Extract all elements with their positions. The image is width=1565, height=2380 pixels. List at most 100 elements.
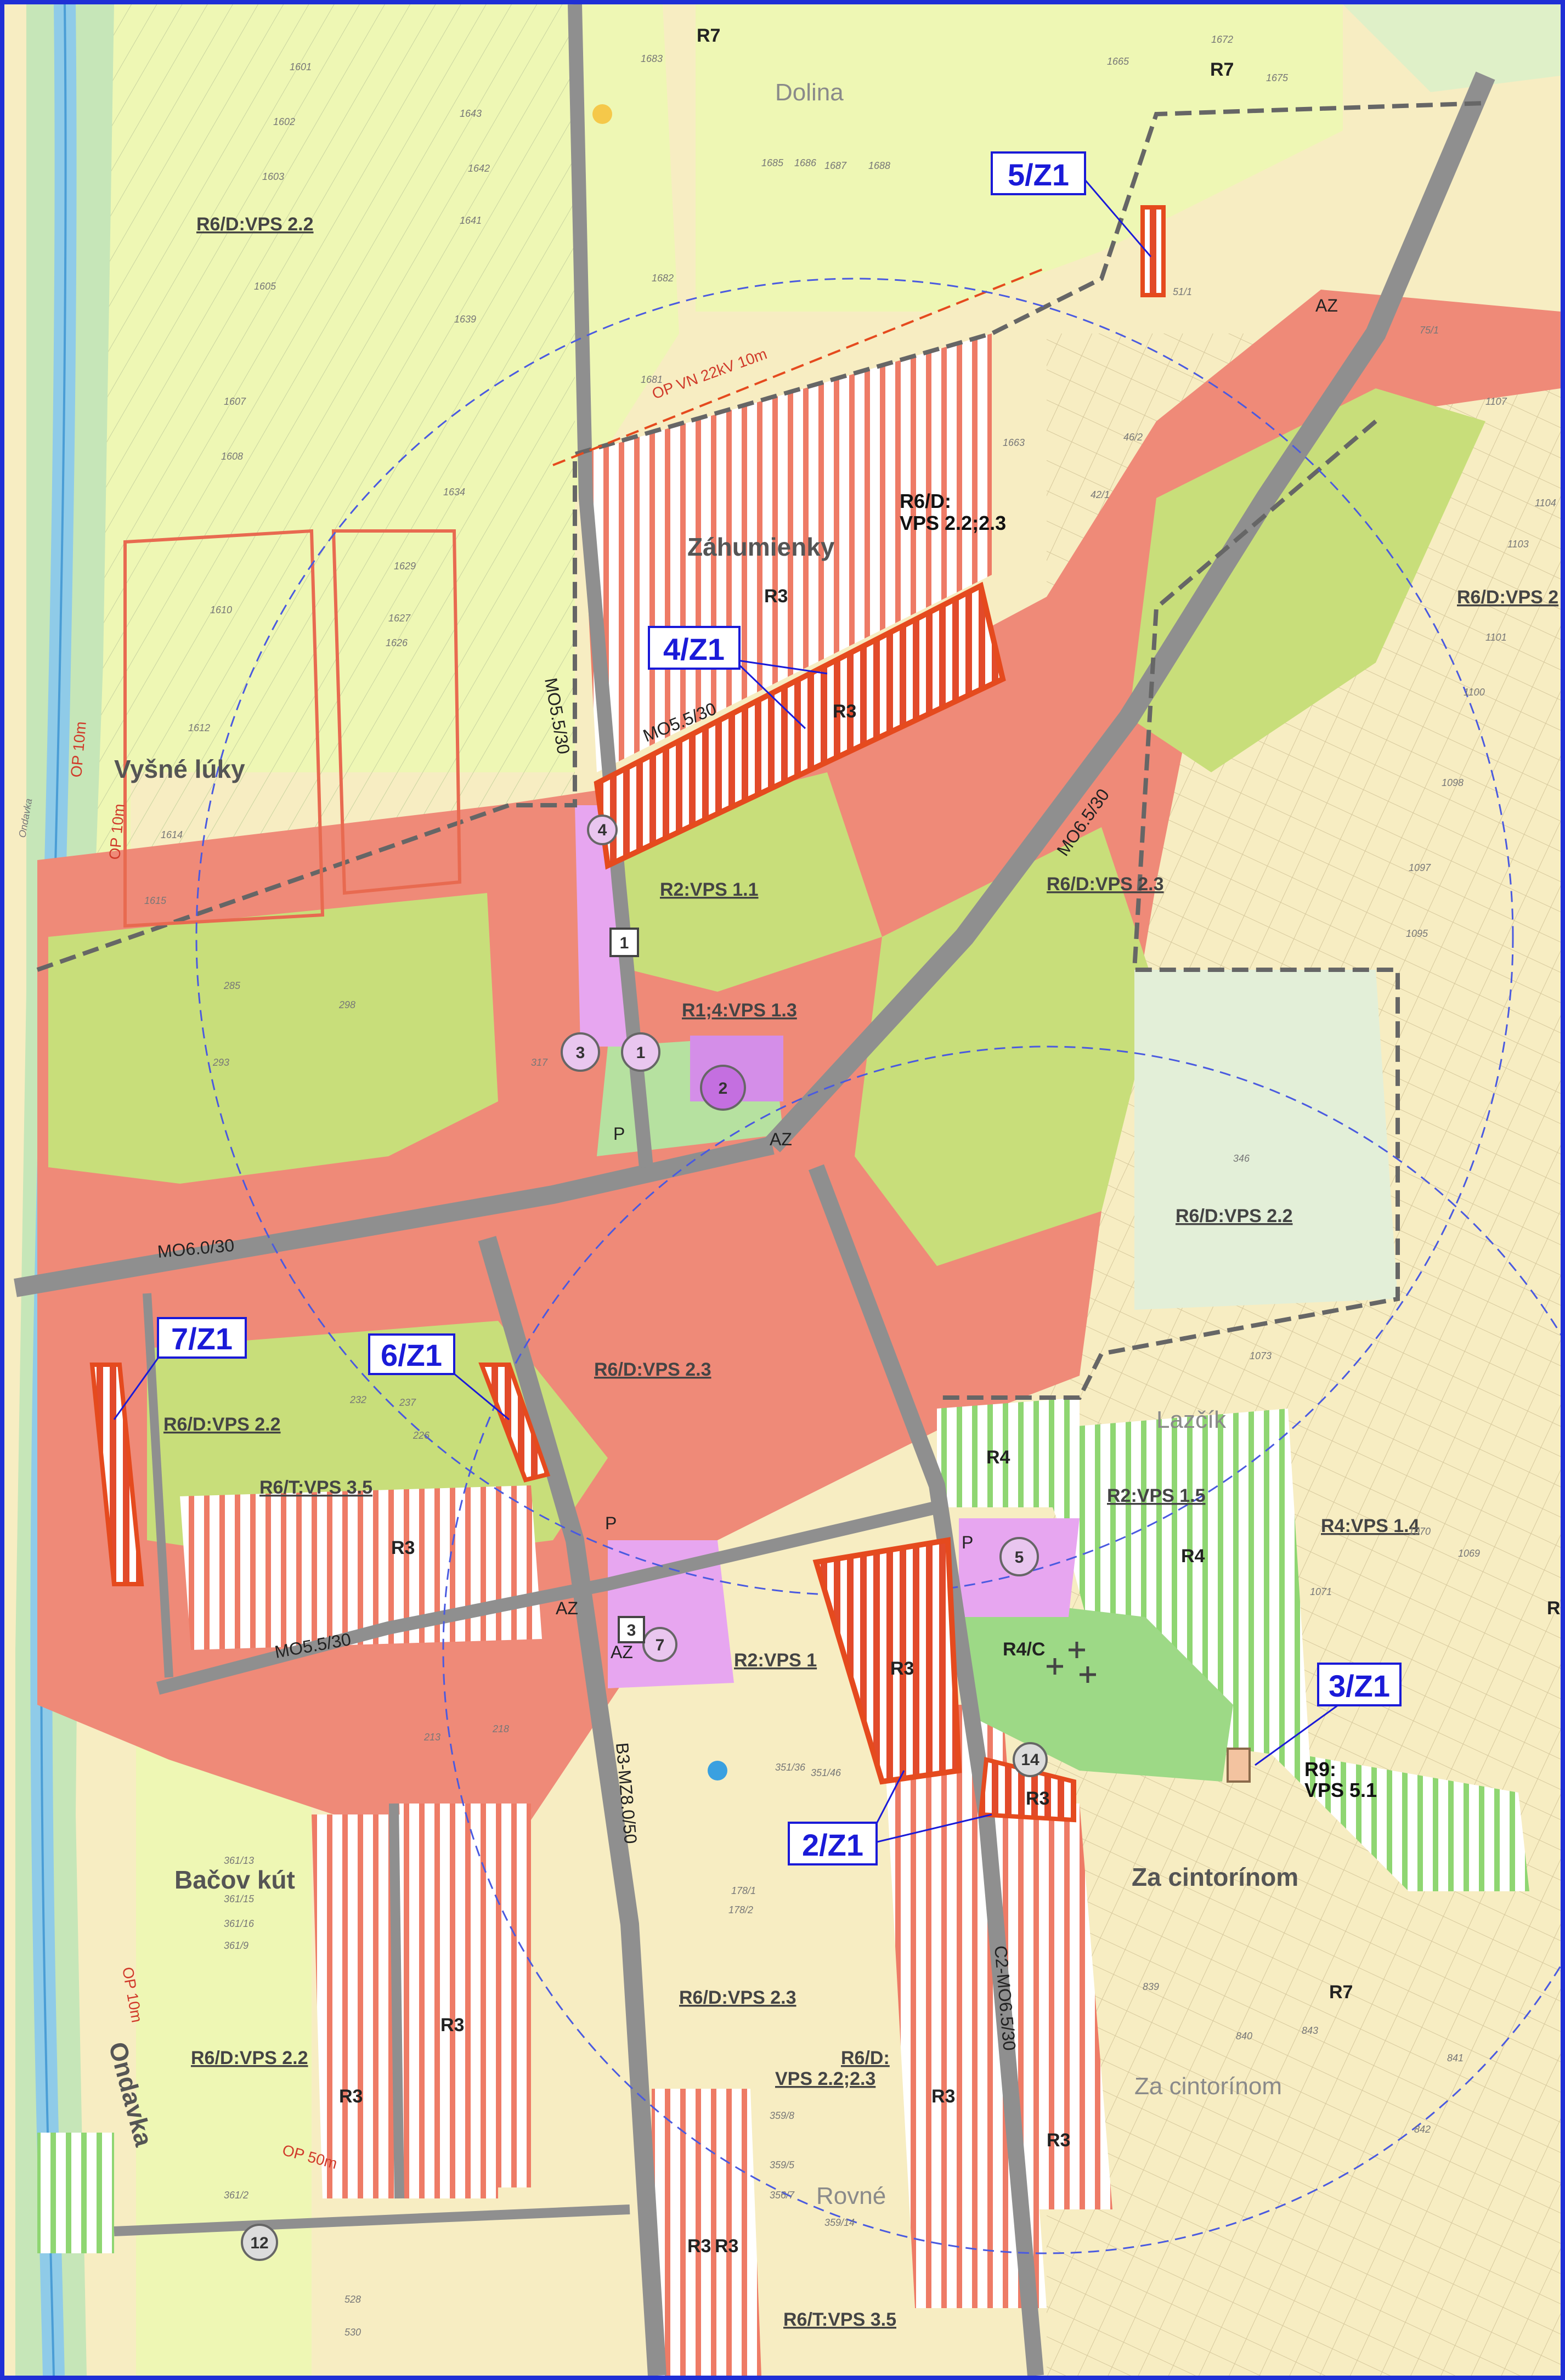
bus-stop-marker: AZ xyxy=(770,1129,792,1149)
parcel-number: 1683 xyxy=(641,53,663,64)
circle-marker-3[interactable]: 3 xyxy=(561,1032,600,1072)
planned-green-southwest xyxy=(37,2133,114,2253)
leader-lines xyxy=(113,179,1354,1846)
change-label-2z1[interactable]: 2/Z1 xyxy=(788,1822,878,1865)
circle-marker-label: 14 xyxy=(1021,1751,1039,1769)
change-label-6z1[interactable]: 6/Z1 xyxy=(368,1333,455,1375)
circle-marker-4[interactable]: 4 xyxy=(587,815,618,845)
zone-label: R7 xyxy=(1329,1982,1353,2003)
parcel-number: 1601 xyxy=(290,61,312,72)
parcel-number: 1073 xyxy=(1250,1350,1272,1361)
square-marker-3[interactable]: 3 xyxy=(618,1616,645,1643)
parcel-number: 1608 xyxy=(221,451,243,462)
vps-label: R6/T:VPS 3.5 xyxy=(783,2309,896,2330)
vps-label: R6/D:VPS 2.3 xyxy=(594,1359,711,1380)
parcel-number: 1069 xyxy=(1458,1548,1480,1559)
parcel-number: 1639 xyxy=(454,314,476,325)
parcel-number: 1643 xyxy=(460,108,482,119)
planned-green-r4 xyxy=(937,1398,1080,1507)
parcel-number: 359/5 xyxy=(770,2159,795,2170)
parcel-number: 285 xyxy=(223,980,241,991)
road-west-collector xyxy=(143,1293,173,1678)
meadow-east xyxy=(1134,970,1398,1310)
parcel-number: 1610 xyxy=(210,604,232,615)
place-name-za-cintorinom-2: Za cintorínom xyxy=(1134,2073,1282,2100)
change-label-4z1[interactable]: 4/Z1 xyxy=(648,626,741,670)
planned-residential-west xyxy=(180,1485,542,1650)
zone-label: R3 xyxy=(1026,1788,1049,1809)
zone-label: R4 xyxy=(986,1447,1010,1468)
zone-label: R3 xyxy=(931,2086,955,2107)
parcel-number: 361/15 xyxy=(224,1893,255,1904)
change-area-2z1-r3[interactable] xyxy=(812,1537,962,1785)
parking-marker: P xyxy=(962,1533,973,1552)
parcel-number: 1675 xyxy=(1266,72,1289,83)
parcel-number: 346 xyxy=(1233,1153,1250,1164)
change-area-6z1[interactable] xyxy=(478,1363,551,1483)
zone-label: R4/C xyxy=(1003,1639,1045,1660)
circle-marker-label: 4 xyxy=(598,821,607,839)
circle-marker-12[interactable]: 12 xyxy=(241,2224,278,2261)
circle-marker-label: 1 xyxy=(636,1044,646,1062)
vps-label: R6/D:VPS 2.3 xyxy=(1047,874,1164,895)
circle-marker-14[interactable]: 14 xyxy=(1013,1742,1048,1777)
vps-label: R6/D:VPS 2.2 xyxy=(191,2048,308,2068)
vps-label: R4:VPS 1.4 xyxy=(1321,1516,1420,1536)
protection-zone-line xyxy=(552,267,1047,466)
parcel-number: 1629 xyxy=(394,561,416,572)
parcel-number: 298 xyxy=(338,999,355,1010)
parking-marker: P xyxy=(605,1513,617,1533)
circle-marker-7[interactable]: 7 xyxy=(642,1627,677,1662)
change-label-5z1[interactable]: 5/Z1 xyxy=(991,151,1086,195)
change-label-3z1[interactable]: 3/Z1 xyxy=(1317,1663,1402,1706)
change-label-text: 2/Z1 xyxy=(802,1828,863,1862)
parcel-number: 1642 xyxy=(468,163,490,174)
parcel-number: 1612 xyxy=(188,722,210,733)
parcel-number: 1602 xyxy=(273,116,295,127)
parcel-number: 351/36 xyxy=(775,1762,806,1773)
water-point-icon xyxy=(708,1761,727,1780)
parcel-number: 1681 xyxy=(641,374,663,385)
change-label-7z1[interactable]: 7/Z1 xyxy=(157,1317,247,1359)
parcel-number: 1686 xyxy=(794,157,817,168)
change-label-text: 7/Z1 xyxy=(171,1321,233,1356)
zone-label: R3 xyxy=(715,2236,738,2257)
planned-residential-south-east xyxy=(992,1804,1112,2209)
zone-label: R3 xyxy=(339,2086,363,2107)
square-marker-label: 3 xyxy=(627,1621,636,1640)
parcel-number: 359/8 xyxy=(770,2110,794,2121)
parcel-number: 1104 xyxy=(1535,498,1556,508)
gardens-green-east xyxy=(855,827,1156,1266)
meadow-northeast xyxy=(1343,4,1561,92)
r6d-top-label-line1: R6/D: xyxy=(900,490,951,512)
parcel-number: 75/1 xyxy=(1420,325,1439,336)
r6d-bottom-label-line1: R6/D: xyxy=(841,2048,890,2068)
zone-label: R3 xyxy=(440,2015,464,2036)
road-bacov xyxy=(389,1803,404,2199)
parcel-number: 1098 xyxy=(1442,777,1464,788)
parcel-number: 226 xyxy=(413,1430,430,1441)
parcel-number: 361/13 xyxy=(224,1855,254,1866)
vps-label: R6/T:VPS 3.5 xyxy=(259,1477,372,1498)
place-name-zahumienky: Záhumienky xyxy=(687,533,835,561)
change-area-3z1[interactable] xyxy=(1227,1748,1251,1783)
parcel-number: 1687 xyxy=(824,160,847,171)
change-area-7z1[interactable] xyxy=(89,1363,144,1586)
road-b3-mz8-0-50 xyxy=(478,1236,666,2376)
circle-marker-2[interactable]: 2 xyxy=(700,1065,746,1111)
landmark-point-icon xyxy=(592,104,612,124)
intravilan-boundary xyxy=(36,101,1486,1400)
circle-marker-5[interactable]: 5 xyxy=(999,1537,1039,1576)
zoning-map[interactable]: 1 2 3 5 7 12 14 4 1 3 P P P AZ AZ AZ AZ xyxy=(4,4,1561,2376)
change-area-2z1-small[interactable] xyxy=(978,1756,1076,1823)
circle-marker-label: 12 xyxy=(250,2234,268,2252)
r9-label-line1: R9: xyxy=(1304,1758,1336,1780)
parcel-number: 317 xyxy=(531,1057,548,1068)
parcel-number: 1672 xyxy=(1211,34,1233,45)
square-marker-1[interactable]: 1 xyxy=(609,928,639,957)
parcel-number: 1100 xyxy=(1464,687,1485,698)
change-label-text: 3/Z1 xyxy=(1329,1669,1390,1703)
circle-marker-label: 5 xyxy=(1015,1548,1024,1567)
parcel-number: 361/2 xyxy=(224,2190,248,2201)
circle-marker-1[interactable]: 1 xyxy=(621,1032,660,1072)
